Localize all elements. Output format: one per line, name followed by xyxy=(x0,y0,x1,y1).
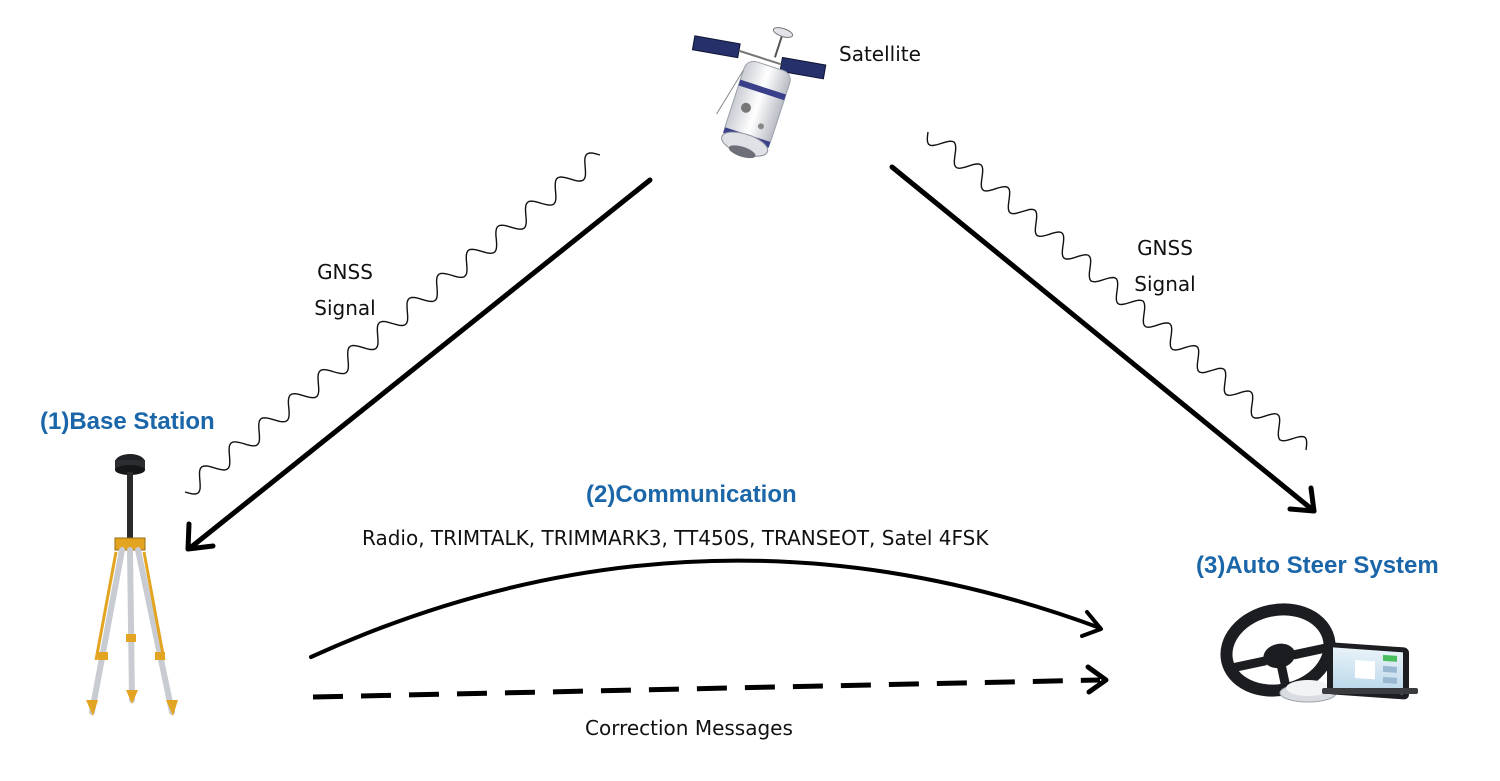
communication-title: (2)Communication xyxy=(586,481,797,508)
auto-steer-title: (3)Auto Steer System xyxy=(1196,552,1439,579)
satellite-label: Satellite xyxy=(839,42,921,66)
gnss-left-label-line1: GNSS xyxy=(317,260,373,284)
communication-protocols: Radio, TRIMTALK, TRIMMARK3, TT450S, TRAN… xyxy=(362,526,989,550)
tripod-gnss-receiver-icon xyxy=(86,454,178,716)
correction-dashed-arrow xyxy=(312,664,1109,700)
gnss-left-label-line2: Signal xyxy=(314,296,376,320)
base-station-title: (1)Base Station xyxy=(40,408,215,435)
correction-messages-label: Correction Messages xyxy=(585,716,793,740)
communication-curve-arrow xyxy=(309,558,1103,659)
satellite-icon xyxy=(691,27,827,159)
steering-wheel-display-icon xyxy=(1220,603,1418,703)
gnss-signal-wave-right xyxy=(926,131,1308,451)
gnss-right-label-line2: Signal xyxy=(1134,272,1196,296)
signal-arrow-to-base xyxy=(185,177,653,552)
gnss-right-label-line1: GNSS xyxy=(1137,236,1193,260)
gnss-signal-wave-left xyxy=(184,152,601,495)
signal-arrow-to-auto-steer xyxy=(889,164,1317,514)
